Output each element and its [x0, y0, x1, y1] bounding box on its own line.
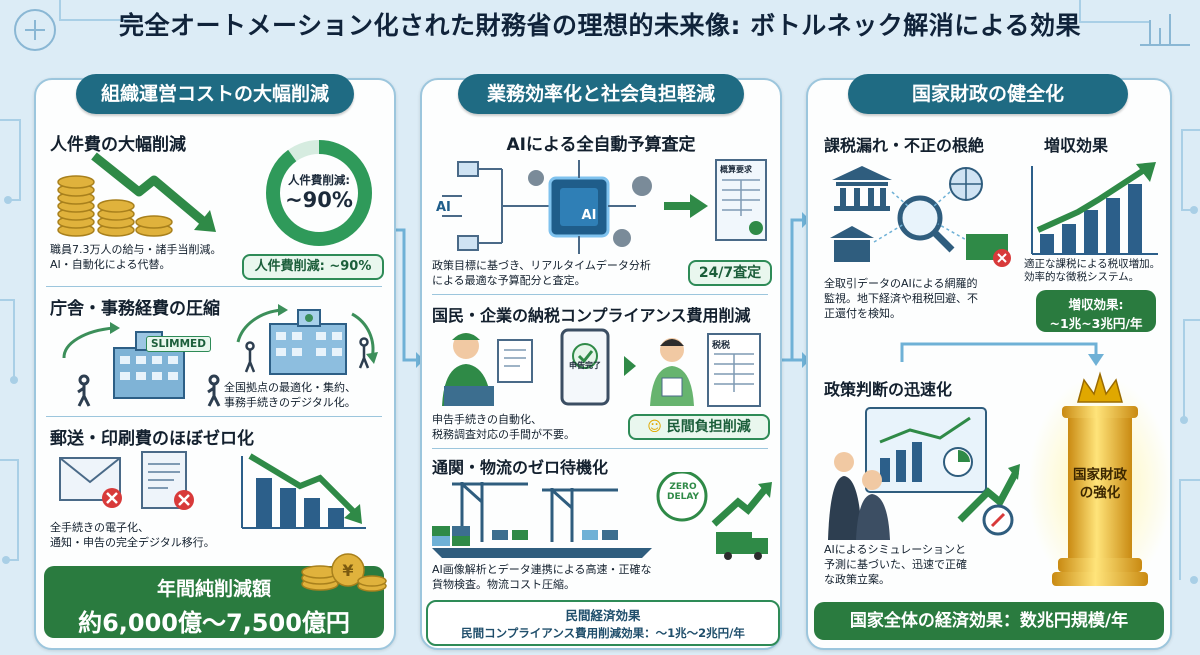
section-title-revenue: 増収効果	[1044, 136, 1109, 155]
compliance-badge: ☺ 民間負担削減	[628, 414, 770, 440]
phone-status-label: 申告完了	[569, 361, 601, 370]
compliance-description: 申告手続きの自動化、 税務調査対応の手間が不要。	[432, 413, 575, 441]
annual-savings-label: 年間純削減額	[156, 578, 271, 600]
stamp-line1: ZERO	[669, 482, 697, 492]
tax-surveillance-icon	[830, 166, 1011, 267]
section-title-postal: 郵送・印刷費のほぼゼロ化	[50, 429, 254, 449]
customs-description: AI画像解析とデータ連携による高速・正確な 貨物検査。物流コスト圧縮。	[432, 563, 652, 591]
personnel-badge: 人件費削減: ~90%	[242, 254, 384, 280]
connector-arrow-right	[778, 212, 810, 368]
section-title-budget: AIによる全自動予算査定	[506, 135, 696, 155]
building-consolidation-icon	[236, 304, 378, 375]
revenue-growth-chart-icon	[1031, 162, 1158, 255]
budget-badge: 24/7査定	[688, 260, 772, 286]
tax-doc-label: 税税	[712, 341, 731, 351]
revenue-box-value: ~1兆~3兆円/年	[1049, 316, 1143, 331]
compliance-badge-label: 民間負担削減	[666, 419, 751, 435]
ai-budget-flow-icon	[442, 159, 767, 254]
divider	[46, 416, 382, 417]
panel-efficiency: 業務効率化と社会負担軽減 AIによる全自動予算査定 AI AI 概算要求 政策目…	[420, 74, 782, 650]
personnel-reduction-ring	[266, 140, 372, 246]
ring-value: ~90%	[285, 188, 353, 212]
section-title-leak: 課税漏れ・不正の根絶	[824, 136, 985, 155]
ai-chip-label: AI	[581, 208, 597, 223]
flow-arrow-icon	[900, 342, 1104, 366]
crown-icon	[1077, 371, 1123, 403]
section-title-policy: 政策判断の迅速化	[824, 380, 953, 399]
private-effect-label: 民間経済効果	[565, 608, 641, 623]
policy-description: AIによるシミュレーションと 予測に基づいた、迅速で正確 な政策立案。	[824, 543, 967, 586]
stamp-line2: DELAY	[667, 492, 699, 502]
budget-description: 政策目標に基づき、リアルタイムデータ分析 による最適な予算配分と査定。	[432, 259, 651, 287]
divider	[432, 448, 768, 449]
postal-description: 全手続きの電子化、 通知・申告の完全デジタル移行。	[50, 521, 215, 549]
section-title-personnel: 人件費の大幅削減	[50, 135, 186, 155]
revenue-effect-box: 増収効果: ~1兆~3兆円/年	[1036, 290, 1156, 332]
section-title-customs: 通関・物流のゼロ待機化	[432, 458, 609, 477]
divider	[46, 286, 382, 287]
section-title-compliance: 国民・企業の納税コンプライアンス費用削減	[432, 306, 751, 325]
pillar-label: 国家財政 の強化	[1068, 466, 1132, 502]
pillar-line1: 国家財政	[1073, 467, 1127, 483]
svg-text:¥: ¥	[342, 561, 353, 580]
national-effect-footer: 国家全体の経済効果：数兆円規模/年	[814, 602, 1164, 640]
panel-header: 国家財政の健全化	[848, 74, 1128, 114]
revenue-description: 適正な課税による税収増加。 効率的な徴税システム。	[1024, 258, 1161, 283]
ring-label: 人件費削減:	[287, 173, 351, 187]
panel-header: 組織運営コストの大幅削減	[76, 74, 354, 114]
pillar-line2: の強化	[1079, 485, 1121, 501]
divider	[432, 294, 768, 295]
annual-savings-value: 約6,000億～7,500億円	[78, 609, 350, 637]
port-cranes-icon	[432, 472, 772, 560]
budget-doc-label: 概算要求	[720, 165, 752, 174]
brain-icon	[14, 9, 56, 51]
declining-bar-chart-icon	[241, 453, 366, 529]
panel-header: 業務効率化と社会負担軽減	[458, 74, 744, 114]
coins-decline-icon	[57, 152, 216, 237]
policy-analysis-icon	[828, 407, 1020, 540]
page-title: 完全オートメーション化された財務省の理想的未来像: ボトルネック解消による効果	[119, 11, 1081, 40]
ai-input-label: AI	[436, 200, 451, 215]
revenue-box-label: 増収効果:	[1068, 297, 1124, 312]
mail-document-cross-icon	[59, 451, 194, 510]
office-description: 全国拠点の最適化・集約、 事務手続きのデジタル化。	[224, 381, 356, 409]
personnel-description: 職員7.3万人の給与・諸手当削減。 AI・自動化による代替。	[50, 243, 222, 271]
private-effect-value: 民間コンプライアンス費用削減効果：～1兆～2兆円/年	[461, 626, 745, 640]
national-finance-pillar	[1030, 371, 1170, 590]
panel-fiscal-health: 国家財政の健全化 課税漏れ・不正の根絶 全取引データのAIによる網羅的 監視。地…	[806, 74, 1172, 650]
section-title-office: 庁舎・事務経費の圧縮	[50, 299, 220, 319]
zero-delay-stamp: ZERO DELAY	[662, 482, 704, 502]
taxpayer-compliance-icon	[442, 328, 761, 407]
smile-icon: ☺	[647, 419, 662, 435]
leak-description: 全取引データのAIによる網羅的 監視。地下経済や租税回避、不 正還付を検知。	[824, 277, 978, 320]
chart-growth-icon	[1140, 14, 1190, 46]
panel-cost-reduction: 組織運営コストの大幅削減 人件費の大幅削減 職員7.3万人の給与・諸手当削減。 …	[34, 74, 396, 650]
slimmed-tag: SLIMMED	[146, 336, 211, 352]
private-effect-box: 民間経済効果 民間コンプライアンス費用削減効果：～1兆～2兆円/年	[426, 600, 780, 646]
yen-coins-icon: ¥	[301, 553, 387, 592]
office-building-icon	[62, 322, 221, 407]
